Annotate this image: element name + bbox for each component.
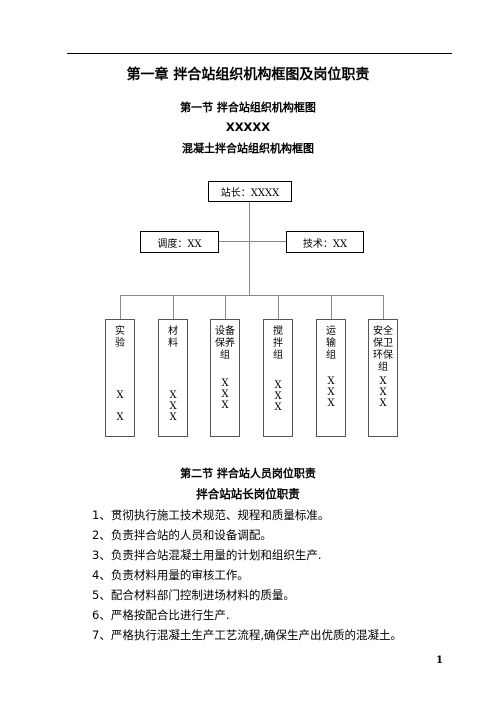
team-equipment: 设备 保养 组 X X X (210, 319, 240, 437)
connector-lower-bar (120, 295, 384, 296)
station-head-box: 站长：XXXX (208, 181, 292, 202)
connector-team-4 (278, 295, 279, 319)
company-name: XXXXX (225, 120, 271, 134)
section2-title: 第二节 拌合站人员岗位职责 (180, 467, 316, 480)
team-name: 设备 保养 组 (215, 326, 235, 361)
connector-team-1 (120, 295, 121, 319)
connector-upper-bar (219, 241, 286, 242)
section2-subtitle: 拌合站站长岗位职责 (196, 487, 300, 501)
connector-team-3 (225, 295, 226, 319)
team-name: 材 料 (168, 326, 178, 349)
connector-head-down (249, 202, 250, 295)
team-name: 安全 保卫 环保 组 (373, 326, 393, 373)
connector-team-2 (173, 295, 174, 319)
list-item: 5、配合材料部门控制进场材料的质量。 (92, 588, 295, 602)
connector-team-6 (383, 295, 384, 319)
duty-list: 1、贯彻执行施工技术规范、规程和质量标准。 2、负责拌合站的人员和设备调配。 3… (92, 505, 402, 645)
page-number: 1 (436, 655, 443, 666)
team-members: X X X (327, 376, 335, 409)
header-rule (67, 53, 452, 54)
team-members: X X X (221, 378, 229, 411)
team-name: 运 输 组 (326, 326, 336, 361)
dispatcher-box: 调度：XX (140, 231, 219, 253)
list-item: 4、负责材料用量的审核工作。 (92, 568, 249, 582)
team-transport: 运 输 组 X X X (316, 319, 346, 437)
org-chart-title: 混凝土拌合站组织机构框图 (182, 142, 314, 155)
team-name: 实 验 (115, 326, 125, 349)
list-item: 2、负责拌合站的人员和设备调配。 (92, 528, 272, 542)
chapter-title: 第一章 拌合站组织机构框图及岗位职责 (126, 67, 370, 83)
team-lab: 实 验 X X (105, 319, 135, 437)
team-name: 搅 拌 组 (273, 326, 283, 361)
team-members: X X X (274, 380, 282, 413)
technical-box: 技术：XX (286, 231, 364, 253)
team-members: X X (116, 390, 124, 423)
list-item: 6、严格按配合比进行生产. (92, 608, 230, 622)
team-mixing: 搅 拌 组 X X X (263, 319, 293, 437)
list-item: 3、负责拌合站混凝土用量的计划和组织生产. (92, 548, 322, 562)
team-members: X X X (169, 390, 177, 423)
section1-title: 第一节 拌合站组织机构框图 (180, 101, 316, 114)
team-members: X X X (379, 376, 387, 409)
list-item: 7、严格执行混凝土生产工艺流程,确保生产出优质的混凝土。 (92, 628, 402, 642)
list-item: 1、贯彻执行施工技术规范、规程和质量标准。 (92, 508, 330, 522)
connector-team-5 (331, 295, 332, 319)
team-safety: 安全 保卫 环保 组 X X X (368, 319, 398, 437)
team-materials: 材 料 X X X (158, 319, 188, 437)
